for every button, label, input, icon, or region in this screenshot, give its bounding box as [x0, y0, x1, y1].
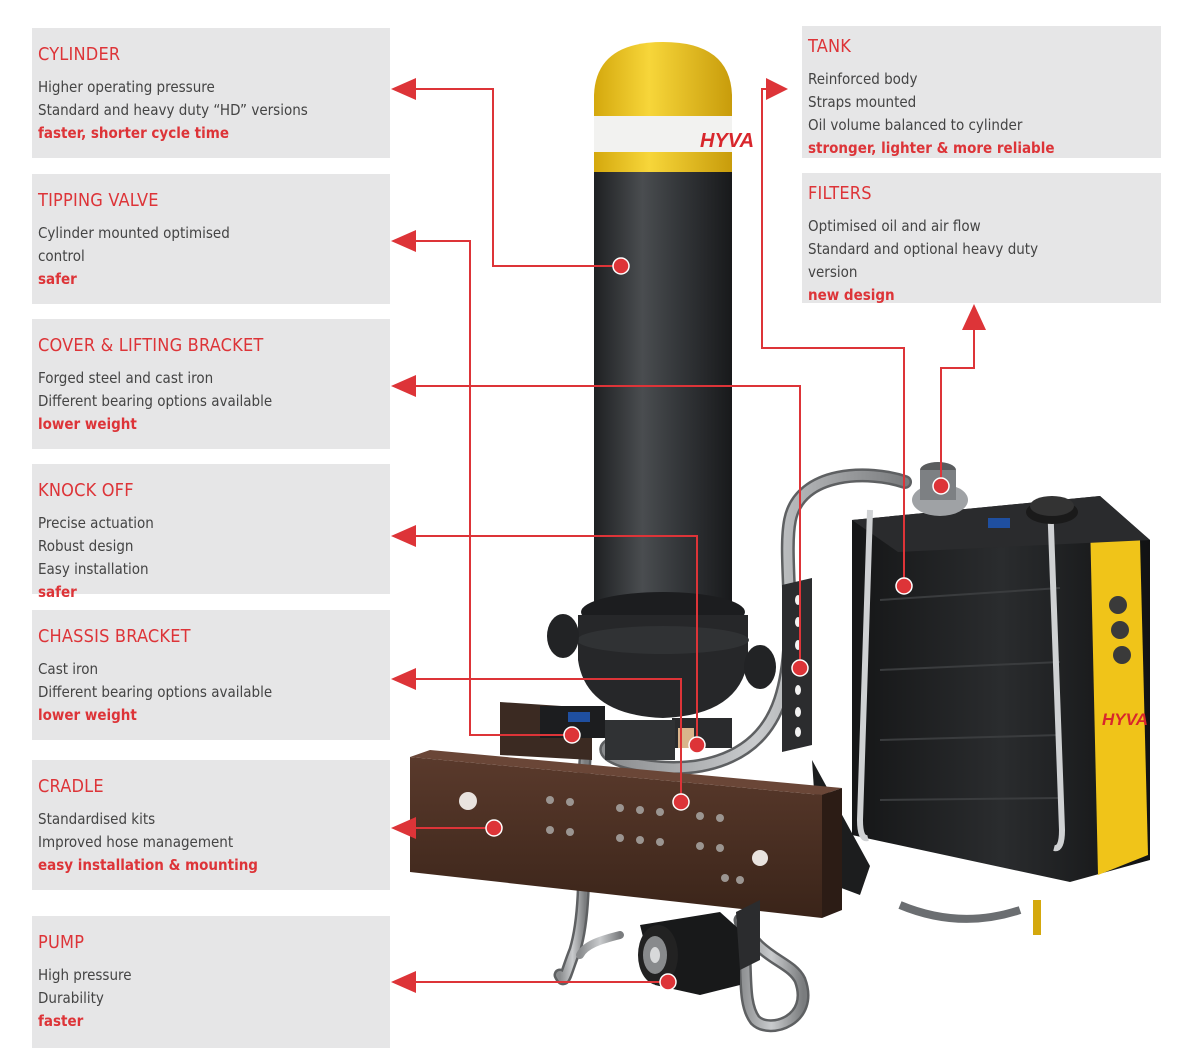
panel-line: Different bearing options available: [38, 683, 273, 701]
arrowhead-tank: [766, 78, 788, 100]
panel-line: Oil volume balanced to cylinder: [808, 116, 1023, 134]
panel-line: Higher operating pressure: [38, 78, 215, 96]
arrowhead-chassis: [391, 668, 416, 690]
panel-line: Durability: [38, 989, 104, 1007]
panel-title: CHASSIS BRACKET: [38, 626, 191, 647]
panel-tipping-valve: TIPPING VALVE Cylinder mounted optimised…: [32, 174, 390, 304]
panel-line: Optimised oil and air flow: [808, 217, 981, 235]
panel-highlight: safer: [38, 583, 77, 601]
panel-line: Precise actuation: [38, 514, 154, 532]
cradle-beam: [410, 702, 870, 918]
callout-dots: [485, 257, 950, 991]
cylinder-logo: HYVA: [700, 130, 754, 152]
panel-title: CYLINDER: [38, 44, 121, 65]
dot-tank: [895, 577, 913, 595]
panel-pump: PUMP High pressure Durability faster: [32, 916, 390, 1048]
panel-filters: FILTERS Optimised oil and air flow Stand…: [802, 173, 1161, 304]
dot-chassis: [672, 793, 690, 811]
panel-title: KNOCK OFF: [38, 480, 134, 501]
panel-knock-off: KNOCK OFF Precise actuation Robust desig…: [32, 464, 390, 601]
callout-line-filters: [940, 325, 975, 486]
panel-line: Improved hose management: [38, 833, 234, 851]
panel-highlight: stronger, lighter & more reliable: [808, 139, 1055, 157]
panel-line: Standard and optional heavy duty: [808, 240, 1039, 258]
panel-highlight: faster, shorter cycle time: [38, 124, 229, 142]
panel-highlight: lower weight: [38, 706, 137, 724]
panel-chassis-bracket: CHASSIS BRACKET Cast iron Different bear…: [32, 610, 390, 740]
arrowhead-filters: [962, 304, 986, 330]
dot-tipping-valve: [563, 726, 581, 744]
panel-cylinder: CYLINDER Higher operating pressure Stand…: [32, 28, 390, 158]
arrowhead-cradle: [391, 817, 416, 839]
dot-cover: [791, 659, 809, 677]
panel-line: Standardised kits: [38, 810, 156, 828]
oil-tank: HYVA: [852, 462, 1150, 935]
cylinder: HYVA: [547, 42, 776, 718]
panel-highlight: lower weight: [38, 415, 137, 433]
arrowhead-pump: [391, 971, 416, 993]
callout-line-tank: [761, 88, 905, 586]
panel-line: Standard and heavy duty “HD” versions: [38, 101, 308, 119]
panel-cover-lifting-bracket: COVER & LIFTING BRACKET Forged steel and…: [32, 319, 390, 449]
panel-title: TANK: [808, 36, 852, 57]
panel-line: Different bearing options available: [38, 392, 273, 410]
callout-arrowheads: [391, 78, 986, 993]
dot-cylinder: [612, 257, 630, 275]
panel-line: control: [38, 247, 85, 265]
callout-line-tipping-valve: [414, 240, 572, 736]
panel-cradle: CRADLE Standardised kits Improved hose m…: [32, 760, 390, 890]
arrowhead-tipping-valve: [391, 230, 416, 252]
arrowhead-cover: [391, 375, 416, 397]
panel-line: Cylinder mounted optimised: [38, 224, 230, 242]
panel-title: CRADLE: [38, 776, 104, 797]
panel-line: Robust design: [38, 537, 134, 555]
panel-tank: TANK Reinforced body Straps mounted Oil …: [802, 26, 1161, 158]
panel-line: version: [808, 263, 858, 281]
panel-highlight: faster: [38, 1012, 84, 1030]
panel-line: Forged steel and cast iron: [38, 369, 214, 387]
callout-line-chassis: [414, 678, 682, 802]
arrowhead-knock-off: [391, 525, 416, 547]
panel-highlight: new design: [808, 286, 895, 304]
panel-title: COVER & LIFTING BRACKET: [38, 335, 264, 356]
panel-line: Cast iron: [38, 660, 99, 678]
panel-line: Straps mounted: [808, 93, 917, 111]
arrowhead-cylinder: [391, 78, 416, 100]
callout-line-cylinder: [414, 88, 621, 267]
panel-highlight: easy installation & mounting: [38, 856, 258, 874]
panel-title: TIPPING VALVE: [38, 190, 159, 211]
panel-highlight: safer: [38, 270, 77, 288]
dot-cradle: [485, 819, 503, 837]
panel-line: High pressure: [38, 966, 132, 984]
panel-line: Easy installation: [38, 560, 149, 578]
callout-line-cover: [414, 385, 801, 668]
panel-line: Reinforced body: [808, 70, 918, 88]
panel-title: PUMP: [38, 932, 85, 953]
tank-logo: HYVA: [1102, 710, 1148, 729]
panel-title: FILTERS: [808, 183, 872, 204]
dot-knock-off: [688, 736, 706, 754]
dot-pump: [659, 973, 677, 991]
dot-filters: [932, 477, 950, 495]
callout-line-knock-off: [414, 535, 698, 745]
